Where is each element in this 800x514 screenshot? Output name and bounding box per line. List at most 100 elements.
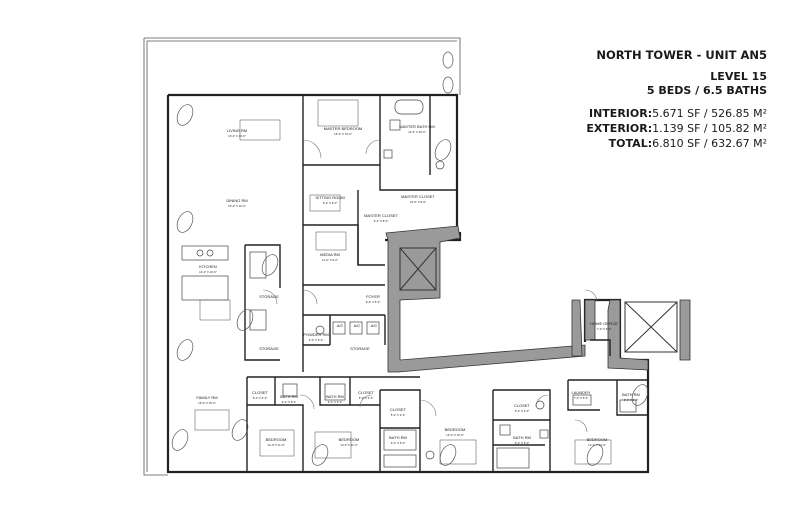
svg-text:FAMILY RM: FAMILY RM xyxy=(196,395,217,400)
area-exterior: EXTERIOR:1.139 SF / 105.82 M² xyxy=(586,122,767,135)
svg-text:16'-0" X 15'-0": 16'-0" X 15'-0" xyxy=(198,401,216,405)
level-label: LEVEL 15 xyxy=(710,70,767,83)
room-bath-east: BATH RM6'-0" X 5'-0" xyxy=(622,392,640,402)
beds-baths-label: 5 BEDS / 6.5 BATHS xyxy=(646,84,767,97)
room-ac-2: A/C xyxy=(354,323,361,328)
svg-text:6'-0" X 5'-0": 6'-0" X 5'-0" xyxy=(624,398,639,402)
svg-text:MASTER BEDROOM: MASTER BEDROOM xyxy=(324,126,362,131)
room-ac-3: A/C xyxy=(371,323,378,328)
room-bath-1: BATH RM6'-0" X 5'-0" xyxy=(280,394,298,404)
furniture xyxy=(194,99,612,465)
svg-text:16'-0" X 13'-0": 16'-0" X 13'-0" xyxy=(228,134,246,138)
svg-text:14'-0" X 10'-0": 14'-0" X 10'-0" xyxy=(199,270,217,274)
svg-text:9'-0" X 6'-0": 9'-0" X 6'-0" xyxy=(366,300,381,304)
svg-text:HOME OFFICE: HOME OFFICE xyxy=(590,321,618,326)
svg-text:13'-0" X 12'-0": 13'-0" X 12'-0" xyxy=(446,433,464,437)
elevator-core xyxy=(399,247,678,353)
svg-text:15'-0" X 13'-0": 15'-0" X 13'-0" xyxy=(334,132,352,136)
svg-text:6'-0" X 5'-0": 6'-0" X 5'-0" xyxy=(515,441,530,445)
svg-text:MEDIA RM: MEDIA RM xyxy=(320,252,340,257)
unit-info-panel: NORTH TOWER - UNIT AN5 LEVEL 15 5 BEDS /… xyxy=(537,48,767,151)
svg-text:5'-0" X 4'-0": 5'-0" X 4'-0" xyxy=(359,396,374,400)
terrace-outline xyxy=(143,37,461,476)
svg-text:KITCHEN: KITCHEN xyxy=(199,264,217,269)
area-total: TOTAL:6.810 SF / 632.67 M² xyxy=(608,137,767,150)
svg-text:12'-0" X 11'-0": 12'-0" X 11'-0" xyxy=(267,443,284,447)
svg-text:LAUNDRY: LAUNDRY xyxy=(571,390,590,395)
svg-text:BEDROOM: BEDROOM xyxy=(587,437,608,442)
svg-text:10'-0" X 8'-0": 10'-0" X 8'-0" xyxy=(410,200,426,204)
svg-text:MASTER BATH RM: MASTER BATH RM xyxy=(399,124,434,129)
svg-text:9'-0" X 9'-0": 9'-0" X 9'-0" xyxy=(323,201,338,205)
svg-text:BATH RM: BATH RM xyxy=(389,435,407,440)
room-storage-3: STORAGE xyxy=(350,346,370,351)
svg-text:6'-0" X 5'-0": 6'-0" X 5'-0" xyxy=(391,441,406,445)
svg-text:CLOSET: CLOSET xyxy=(252,390,269,395)
room-powder: POWDER RM5'-0" X 5'-0" xyxy=(303,332,328,342)
svg-text:12'-0" X 11'-0": 12'-0" X 11'-0" xyxy=(340,443,357,447)
svg-text:13'-0" X 12'-0": 13'-0" X 12'-0" xyxy=(588,443,606,447)
svg-text:5'-0" X 4'-0": 5'-0" X 4'-0" xyxy=(253,396,268,400)
svg-text:CLOSET: CLOSET xyxy=(358,390,375,395)
svg-text:STORAGE: STORAGE xyxy=(350,346,370,351)
svg-text:STORAGE: STORAGE xyxy=(259,294,279,299)
svg-text:BATH RM: BATH RM xyxy=(326,394,344,399)
svg-text:A/C: A/C xyxy=(371,323,378,328)
svg-text:LIVING RM: LIVING RM xyxy=(227,128,247,133)
svg-text:CLOSET: CLOSET xyxy=(514,403,531,408)
svg-text:7'-0" X 6'-0": 7'-0" X 6'-0" xyxy=(597,327,612,331)
svg-text:15'-0" X 12'-0": 15'-0" X 12'-0" xyxy=(228,204,246,208)
svg-text:BEDROOM: BEDROOM xyxy=(266,437,287,442)
svg-text:BATH RM: BATH RM xyxy=(622,392,640,397)
svg-text:FOYER: FOYER xyxy=(366,294,380,299)
svg-text:5'-0" X 5'-0": 5'-0" X 5'-0" xyxy=(309,338,324,342)
svg-text:MASTER CLOSET: MASTER CLOSET xyxy=(401,194,435,199)
svg-text:7'-0" X 5'-0": 7'-0" X 5'-0" xyxy=(574,396,589,400)
room-bath-2: BATH RM6'-0" X 5'-0" xyxy=(326,394,344,404)
svg-text:POWDER RM: POWDER RM xyxy=(303,332,328,337)
svg-text:BATH RM: BATH RM xyxy=(513,435,531,440)
room-storage-1: STORAGE xyxy=(259,294,279,299)
unit-title: NORTH TOWER - UNIT AN5 xyxy=(596,48,767,62)
svg-text:6'-0" X 5'-0": 6'-0" X 5'-0" xyxy=(282,400,297,404)
svg-text:STORAGE: STORAGE xyxy=(259,346,279,351)
svg-text:DINING RM: DINING RM xyxy=(226,198,247,203)
interior-walls xyxy=(244,95,648,472)
room-bath-3: BATH RM6'-0" X 5'-0" xyxy=(389,435,407,445)
svg-text:BATH RM: BATH RM xyxy=(280,394,298,399)
svg-text:A/C: A/C xyxy=(337,323,344,328)
svg-text:BEDROOM: BEDROOM xyxy=(339,437,360,442)
area-interior: INTERIOR:5.671 SF / 526.85 M² xyxy=(589,107,767,120)
room-storage-2: STORAGE xyxy=(259,346,279,351)
terrace-furniture xyxy=(171,51,649,466)
svg-text:11'-0" X 9'-0": 11'-0" X 9'-0" xyxy=(322,258,338,262)
room-ac-1: A/C xyxy=(337,323,344,328)
svg-text:5'-0" X 4'-0": 5'-0" X 4'-0" xyxy=(391,413,406,417)
svg-text:A/C: A/C xyxy=(354,323,361,328)
svg-text:SITTING ROOM: SITTING ROOM xyxy=(315,195,344,200)
svg-text:CLOSET: CLOSET xyxy=(390,407,407,412)
svg-text:5'-0" X 4'-0": 5'-0" X 4'-0" xyxy=(515,409,530,413)
svg-text:BEDROOM: BEDROOM xyxy=(445,427,466,432)
